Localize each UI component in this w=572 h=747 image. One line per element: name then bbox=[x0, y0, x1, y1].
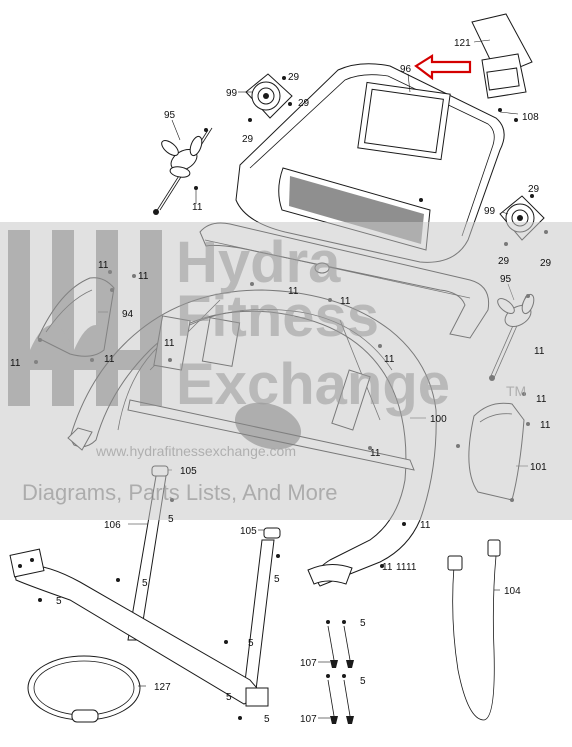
callout-95-right: 95 bbox=[500, 274, 512, 285]
callout-104: 104 bbox=[504, 586, 521, 597]
watermark: Hydra Fitness Exchange TM www.hydrafitne… bbox=[0, 222, 572, 520]
callout-5-f: 5 bbox=[360, 618, 366, 629]
callout-100: 100 bbox=[430, 414, 447, 425]
callout-5-c: 5 bbox=[56, 596, 62, 607]
callout-107-a: 107 bbox=[300, 658, 317, 669]
watermark-line1: Hydra bbox=[176, 230, 341, 295]
callout-96: 96 bbox=[400, 64, 412, 75]
callout-101: 101 bbox=[530, 462, 547, 473]
callout-11-b: 11 bbox=[98, 260, 109, 271]
callout-11-h: 11 bbox=[340, 296, 351, 307]
callout-29-a: 29 bbox=[288, 72, 300, 83]
callout-11-m: 11 bbox=[370, 448, 381, 459]
highlight-arrow bbox=[414, 54, 472, 81]
callout-99-right: 99 bbox=[484, 206, 496, 217]
callout-29-c: 29 bbox=[242, 134, 254, 145]
watermark-line2: Fitness bbox=[176, 284, 379, 349]
callout-29-d: 29 bbox=[528, 184, 540, 195]
callout-105-b: 105 bbox=[240, 526, 257, 537]
callout-5-d: 5 bbox=[274, 574, 280, 585]
callout-11-e: 11 bbox=[10, 358, 21, 369]
callout-11-o: 11 bbox=[396, 562, 407, 573]
callout-5-g: 5 bbox=[360, 676, 366, 687]
callout-11-c: 11 bbox=[138, 271, 149, 282]
callout-127: 127 bbox=[154, 682, 171, 693]
watermark-tm: TM bbox=[506, 383, 526, 399]
callout-121: 121 bbox=[454, 38, 471, 49]
callout-5-a: 5 bbox=[168, 514, 174, 525]
cable-part-104 bbox=[447, 539, 501, 721]
watermark-line3: Exchange bbox=[176, 352, 450, 417]
callout-5-b: 5 bbox=[142, 578, 148, 589]
fan-assembly-left-part-95 bbox=[153, 127, 213, 215]
callout-107-b: 107 bbox=[300, 714, 317, 725]
callout-5-i: 5 bbox=[264, 714, 270, 725]
speaker-top-part-99 bbox=[245, 73, 293, 122]
callout-108: 108 bbox=[522, 112, 539, 123]
callout-29-f: 29 bbox=[540, 258, 552, 269]
chest-strap-part-127 bbox=[27, 655, 141, 723]
watermark-url: www.hydrafitnessexchange.com bbox=[95, 443, 296, 459]
callout-11-d: 11 bbox=[288, 286, 299, 297]
watermark-logo bbox=[8, 230, 162, 406]
display-bracket-part-121 bbox=[471, 13, 533, 122]
callout-11-a: 11 bbox=[192, 202, 203, 213]
bolt-set-part-107-b bbox=[326, 674, 354, 724]
callout-5-e: 5 bbox=[248, 638, 254, 649]
callout-95-left: 95 bbox=[164, 110, 176, 121]
callout-11-g: 11 bbox=[164, 338, 175, 349]
callout-11-l: 11 bbox=[540, 420, 551, 431]
callout-105-a: 105 bbox=[180, 466, 197, 477]
callout-11-k: 11 bbox=[536, 394, 547, 405]
callout-94: 94 bbox=[122, 309, 134, 320]
callout-11-f: 11 bbox=[104, 354, 115, 365]
callout-99-top: 99 bbox=[226, 88, 238, 99]
callout-11-j: 11 bbox=[534, 346, 545, 357]
callout-11-p: 11 bbox=[382, 562, 393, 573]
callout-11-q: 11 bbox=[406, 562, 417, 573]
bolt-set-part-107-a bbox=[326, 620, 354, 668]
callout-106: 106 bbox=[104, 520, 121, 531]
callout-labels: 121 96 108 99 29 29 29 95 11 99 29 29 29… bbox=[10, 38, 552, 725]
watermark-tagline: Diagrams, Parts Lists, And More bbox=[22, 480, 337, 505]
callout-11-i: 11 bbox=[384, 354, 395, 365]
callout-29-e: 29 bbox=[498, 256, 510, 267]
callout-29-b: 29 bbox=[298, 98, 310, 109]
trim-piece bbox=[307, 564, 353, 585]
callout-11-n: 11 bbox=[420, 520, 431, 531]
spring-part-105-b bbox=[263, 527, 281, 539]
callout-5-h: 5 bbox=[226, 692, 232, 703]
